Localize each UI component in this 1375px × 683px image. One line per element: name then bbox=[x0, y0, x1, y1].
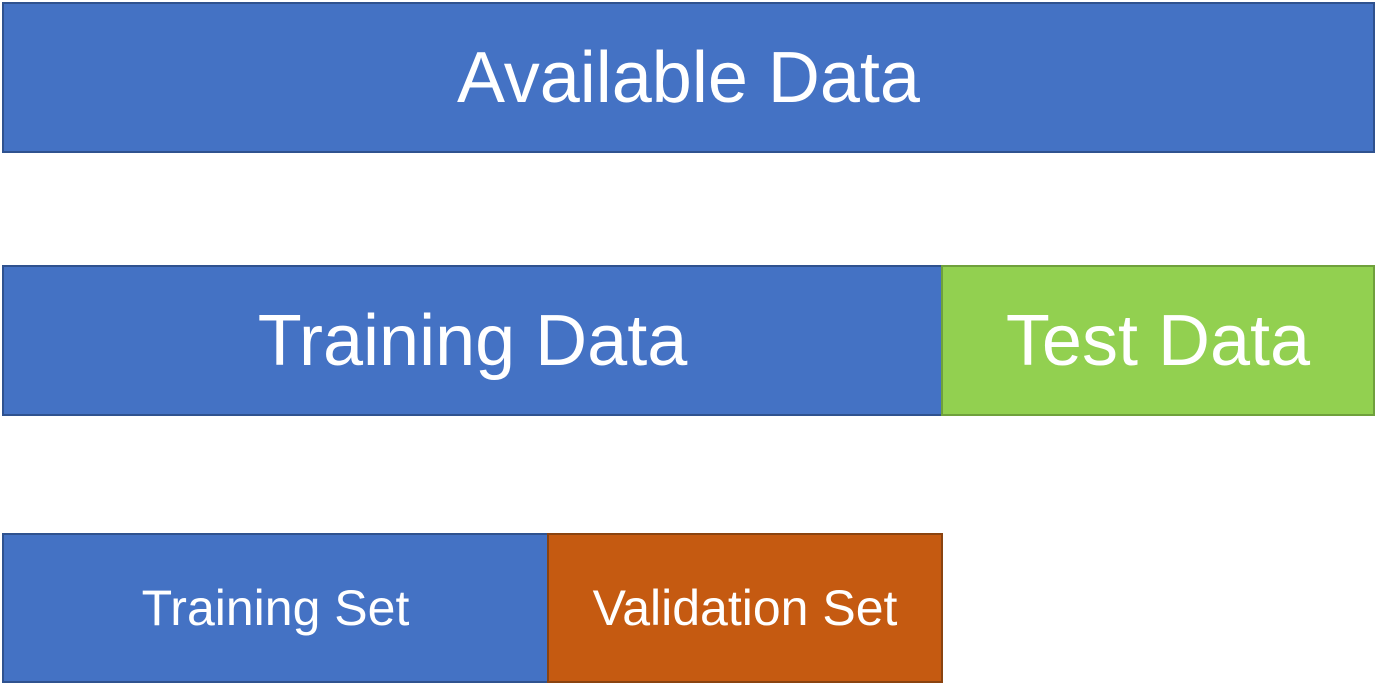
training-data-block: Training Data bbox=[2, 265, 943, 416]
training-set-block: Training Set bbox=[2, 533, 549, 683]
training-set-label: Training Set bbox=[141, 580, 410, 636]
validation-set-label: Validation Set bbox=[592, 580, 898, 636]
available-data-label: Available Data bbox=[457, 37, 920, 118]
available-data-block: Available Data bbox=[2, 2, 1375, 153]
test-data-label: Test Data bbox=[1005, 300, 1311, 381]
validation-set-block: Validation Set bbox=[547, 533, 943, 683]
training-data-label: Training Data bbox=[257, 300, 688, 381]
test-data-block: Test Data bbox=[941, 265, 1375, 416]
